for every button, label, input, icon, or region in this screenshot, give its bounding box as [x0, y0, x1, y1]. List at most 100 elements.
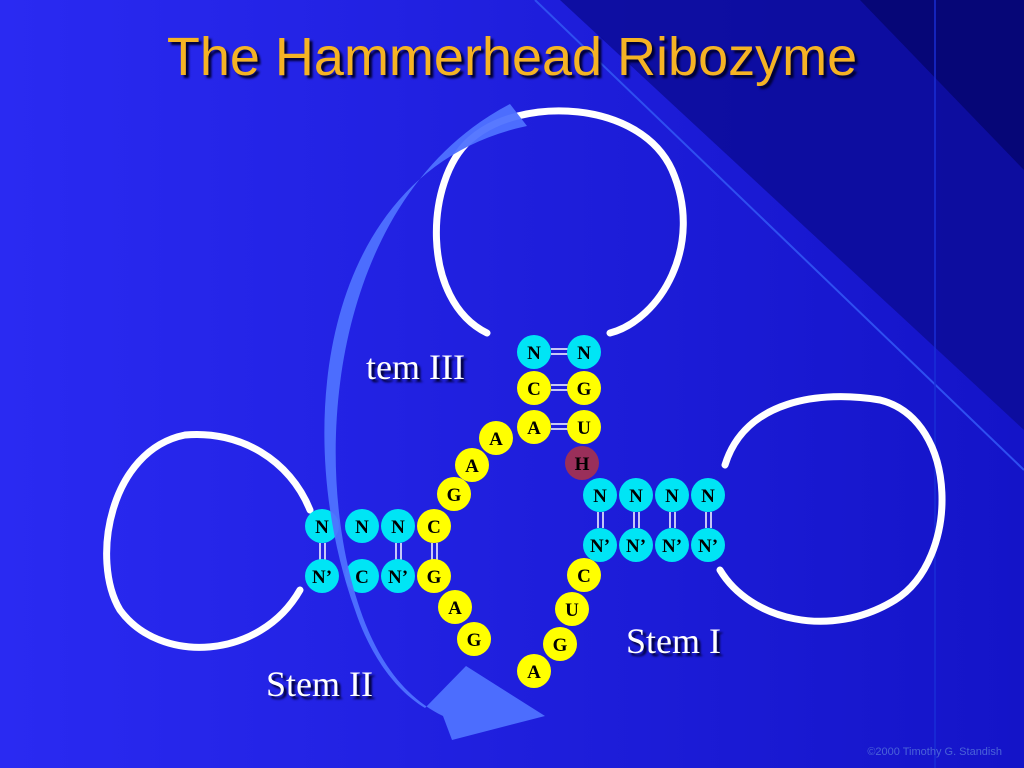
base-pair-bonds [319, 348, 712, 560]
nucleotide-circle [381, 509, 415, 543]
nucleotide-letter: N’ [590, 536, 610, 557]
nucleotide-circle [438, 590, 472, 624]
nucleotide-letter: U [577, 418, 591, 439]
nucleotide-stem3-a: A [517, 410, 551, 444]
nucleotide-letter: A [527, 418, 541, 439]
nucleotide-stem2-n2: N [345, 509, 379, 543]
nucleotide-core-g4: G [543, 627, 577, 661]
nucleotide-core-a3: A [438, 590, 472, 624]
nucleotide-circle [567, 335, 601, 369]
nucleotide-stem3-n-right: N [567, 335, 601, 369]
nucleotide-letter: N [577, 343, 591, 364]
nucleotide-stem3-c: C [517, 371, 551, 405]
nucleotide-stem2-n3: N [381, 509, 415, 543]
nucleotide-core-u: U [555, 592, 589, 626]
nucleotide-circle [543, 627, 577, 661]
nucleotide-letter: G [467, 630, 482, 651]
nucleotide-stem3-u: U [567, 410, 601, 444]
nucleotide-circle [583, 528, 617, 562]
nucleotide-cleavage-h: H [565, 446, 599, 480]
nucleotide-circle [517, 654, 551, 688]
nucleotide-circle [437, 477, 471, 511]
nucleotide-letter: C [577, 566, 591, 587]
nucleotide-letter: C [527, 379, 541, 400]
nucleotide-circle [417, 559, 451, 593]
nucleotide-circle [619, 478, 653, 512]
nucleotide-letter: U [565, 600, 579, 621]
slide-title: The Hammerhead Ribozyme [166, 27, 858, 87]
nucleotide-core-g3: G [457, 622, 491, 656]
stem-one-loop [716, 393, 946, 625]
nucleotide-circle [517, 335, 551, 369]
stem-three-loop [433, 107, 687, 337]
nucleotide-circle [479, 421, 513, 455]
nucleotide-letter: G [577, 379, 592, 400]
nucleotide-letter: N [629, 486, 643, 507]
nucleotide-stem1-np2: N’ [619, 528, 653, 562]
nucleotide-letter: N’ [388, 567, 408, 588]
nucleotide-stem2-np2: C [345, 559, 379, 593]
nucleotide-circle [517, 410, 551, 444]
nucleotide-circle [457, 622, 491, 656]
nucleotide-stem2-np1: N’ [305, 559, 339, 593]
nucleotide-letter: N [593, 486, 607, 507]
nucleotide-circle [567, 410, 601, 444]
nucleotide-circle [655, 528, 689, 562]
nucleotide-stem1-np1: N’ [583, 528, 617, 562]
nucleotide-circle [345, 559, 379, 593]
nucleotide-letter: N [315, 517, 329, 538]
nucleotide-stem1-np4: N’ [691, 528, 725, 562]
background-diagonal-line [534, 0, 1024, 471]
stem-one-label: Stem I [626, 621, 721, 661]
nucleotide-stem1-n4: N [691, 478, 725, 512]
nucleotide-stem3-n-left: N [517, 335, 551, 369]
nucleotide-letter: G [447, 485, 462, 506]
nucleotide-letter: A [448, 598, 462, 619]
background-dark-band [560, 0, 1024, 430]
nucleotide-letter: A [527, 662, 541, 683]
nucleotide-circle [517, 371, 551, 405]
nucleotide-letter: A [489, 429, 503, 450]
stem-two-loop [103, 430, 314, 651]
nucleotide-stem1-n2: N [619, 478, 653, 512]
nucleotide-circle [583, 478, 617, 512]
nucleotide-core-a1: A [479, 421, 513, 455]
nucleotide-stem1-n1: N [583, 478, 617, 512]
nucleotide-circle [345, 509, 379, 543]
nucleotide-circle [455, 448, 489, 482]
background-darker-band [860, 0, 1024, 170]
nucleotide-stem2-n1: N [305, 509, 339, 543]
nucleotide-letter: C [355, 567, 369, 588]
nucleotide-stem1-np3: N’ [655, 528, 689, 562]
nucleotide-circle [655, 478, 689, 512]
nucleotide-stem3-g: G [567, 371, 601, 405]
nucleotide-circle [567, 558, 601, 592]
nucleotide-letter: N’ [662, 536, 682, 557]
nucleotide-circle [567, 371, 601, 405]
nucleotide-circle [555, 592, 589, 626]
nucleotide-stem2-np3: N’ [381, 559, 415, 593]
nucleotide-circle [565, 446, 599, 480]
nucleotide-circle [417, 509, 451, 543]
nucleotide-core-g2: G [417, 559, 451, 593]
nucleotide-circle [691, 478, 725, 512]
nucleotide-letter: A [465, 456, 479, 477]
nucleotide-letter: N’ [698, 536, 718, 557]
nucleotide-core-c: C [417, 509, 451, 543]
nucleotide-core-a4: A [517, 654, 551, 688]
nucleotide-letter: H [575, 454, 590, 475]
nucleotide-letter: N’ [626, 536, 646, 557]
nucleotide-core-g1: G [437, 477, 471, 511]
nucleotide-stem1-n3: N [655, 478, 689, 512]
nucleotide-circle [381, 559, 415, 593]
nucleotide-core-c2: C [567, 558, 601, 592]
nucleotide-letter: N [391, 517, 405, 538]
copyright-footer: ©2000 Timothy G. Standish [867, 746, 1002, 758]
nucleotide-core-a2: A [455, 448, 489, 482]
stem-two-label: Stem II [266, 664, 373, 704]
nucleotide-letter: N [355, 517, 369, 538]
stem-three-label: tem III [366, 347, 465, 387]
